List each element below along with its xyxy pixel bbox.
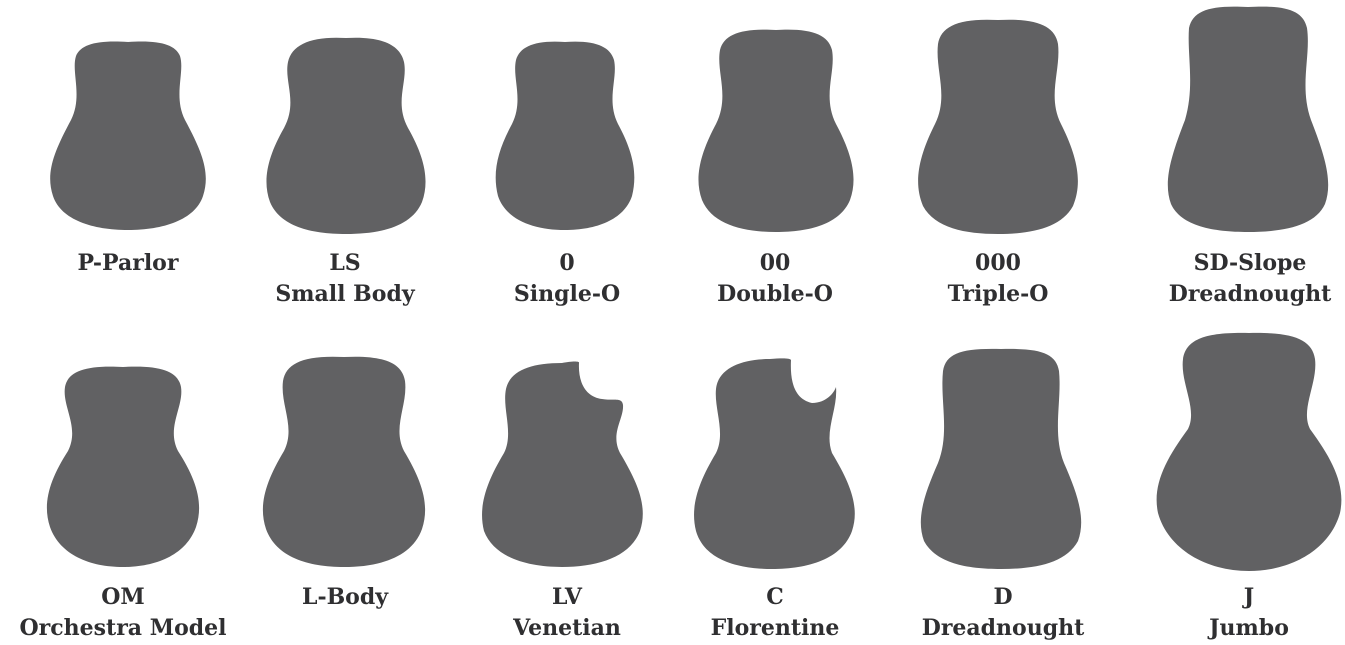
shape-cell-om: OM Orchestra Model <box>8 323 238 645</box>
shape-name-venetian: Venetian <box>452 613 682 644</box>
dreadnought-body-shape <box>888 323 1118 573</box>
l-body-shape <box>230 323 460 573</box>
om-body-shape <box>8 323 238 573</box>
shape-cell-florentine: C Florentine <box>660 323 890 645</box>
shape-name-florentine: Florentine <box>660 613 890 644</box>
shape-code-parlor: P-Parlor <box>13 248 243 279</box>
shape-cell-parlor: P-Parlor <box>13 0 243 322</box>
venetian-cutaway-body-shape <box>452 323 682 573</box>
shape-code-slope-dreadnought: SD-Slope <box>1135 248 1345 279</box>
shape-name-single-o: Single-O <box>452 279 682 310</box>
shape-cell-venetian: LV Venetian <box>452 323 682 645</box>
shape-code-l-body: L-Body <box>230 582 460 613</box>
shape-name-dreadnought: Dreadnought <box>888 613 1118 644</box>
single-o-body-shape <box>452 0 682 250</box>
shape-code-dreadnought: D <box>888 582 1118 613</box>
shape-code-single-o: 0 <box>452 248 682 279</box>
triple-o-body-shape <box>883 0 1113 250</box>
jumbo-body-shape <box>1134 323 1345 573</box>
shape-code-florentine: C <box>660 582 890 613</box>
shape-code-jumbo: J <box>1134 582 1345 613</box>
shape-cell-dreadnought: D Dreadnought <box>888 323 1118 645</box>
shape-cell-triple-o: 000 Triple-O <box>883 0 1113 322</box>
shape-cell-l-body: L-Body <box>230 323 460 645</box>
shape-code-om: OM <box>8 582 238 613</box>
shape-name-jumbo: Jumbo <box>1134 613 1345 644</box>
parlor-body-shape <box>13 0 243 250</box>
shape-code-triple-o: 000 <box>883 248 1113 279</box>
florentine-cutaway-body-shape <box>660 323 890 573</box>
shape-cell-jumbo: J Jumbo <box>1134 323 1345 645</box>
shape-name-double-o: Double-O <box>660 279 890 310</box>
shape-code-double-o: 00 <box>660 248 890 279</box>
shape-code-ls: LS <box>230 248 460 279</box>
shape-cell-single-o: 0 Single-O <box>452 0 682 322</box>
shape-name-ls: Small Body <box>230 279 460 310</box>
shape-name-triple-o: Triple-O <box>883 279 1113 310</box>
double-o-body-shape <box>660 0 890 250</box>
ls-body-shape <box>230 0 460 250</box>
shape-cell-slope-dreadnought: SD-Slope Dreadnought <box>1135 0 1345 322</box>
shape-cell-ls: LS Small Body <box>230 0 460 322</box>
shape-name-slope-dreadnought: Dreadnought <box>1135 279 1345 310</box>
shape-code-venetian: LV <box>452 582 682 613</box>
slope-dreadnought-body-shape <box>1135 0 1345 250</box>
shape-cell-double-o: 00 Double-O <box>660 0 890 322</box>
shape-name-om: Orchestra Model <box>8 613 238 644</box>
